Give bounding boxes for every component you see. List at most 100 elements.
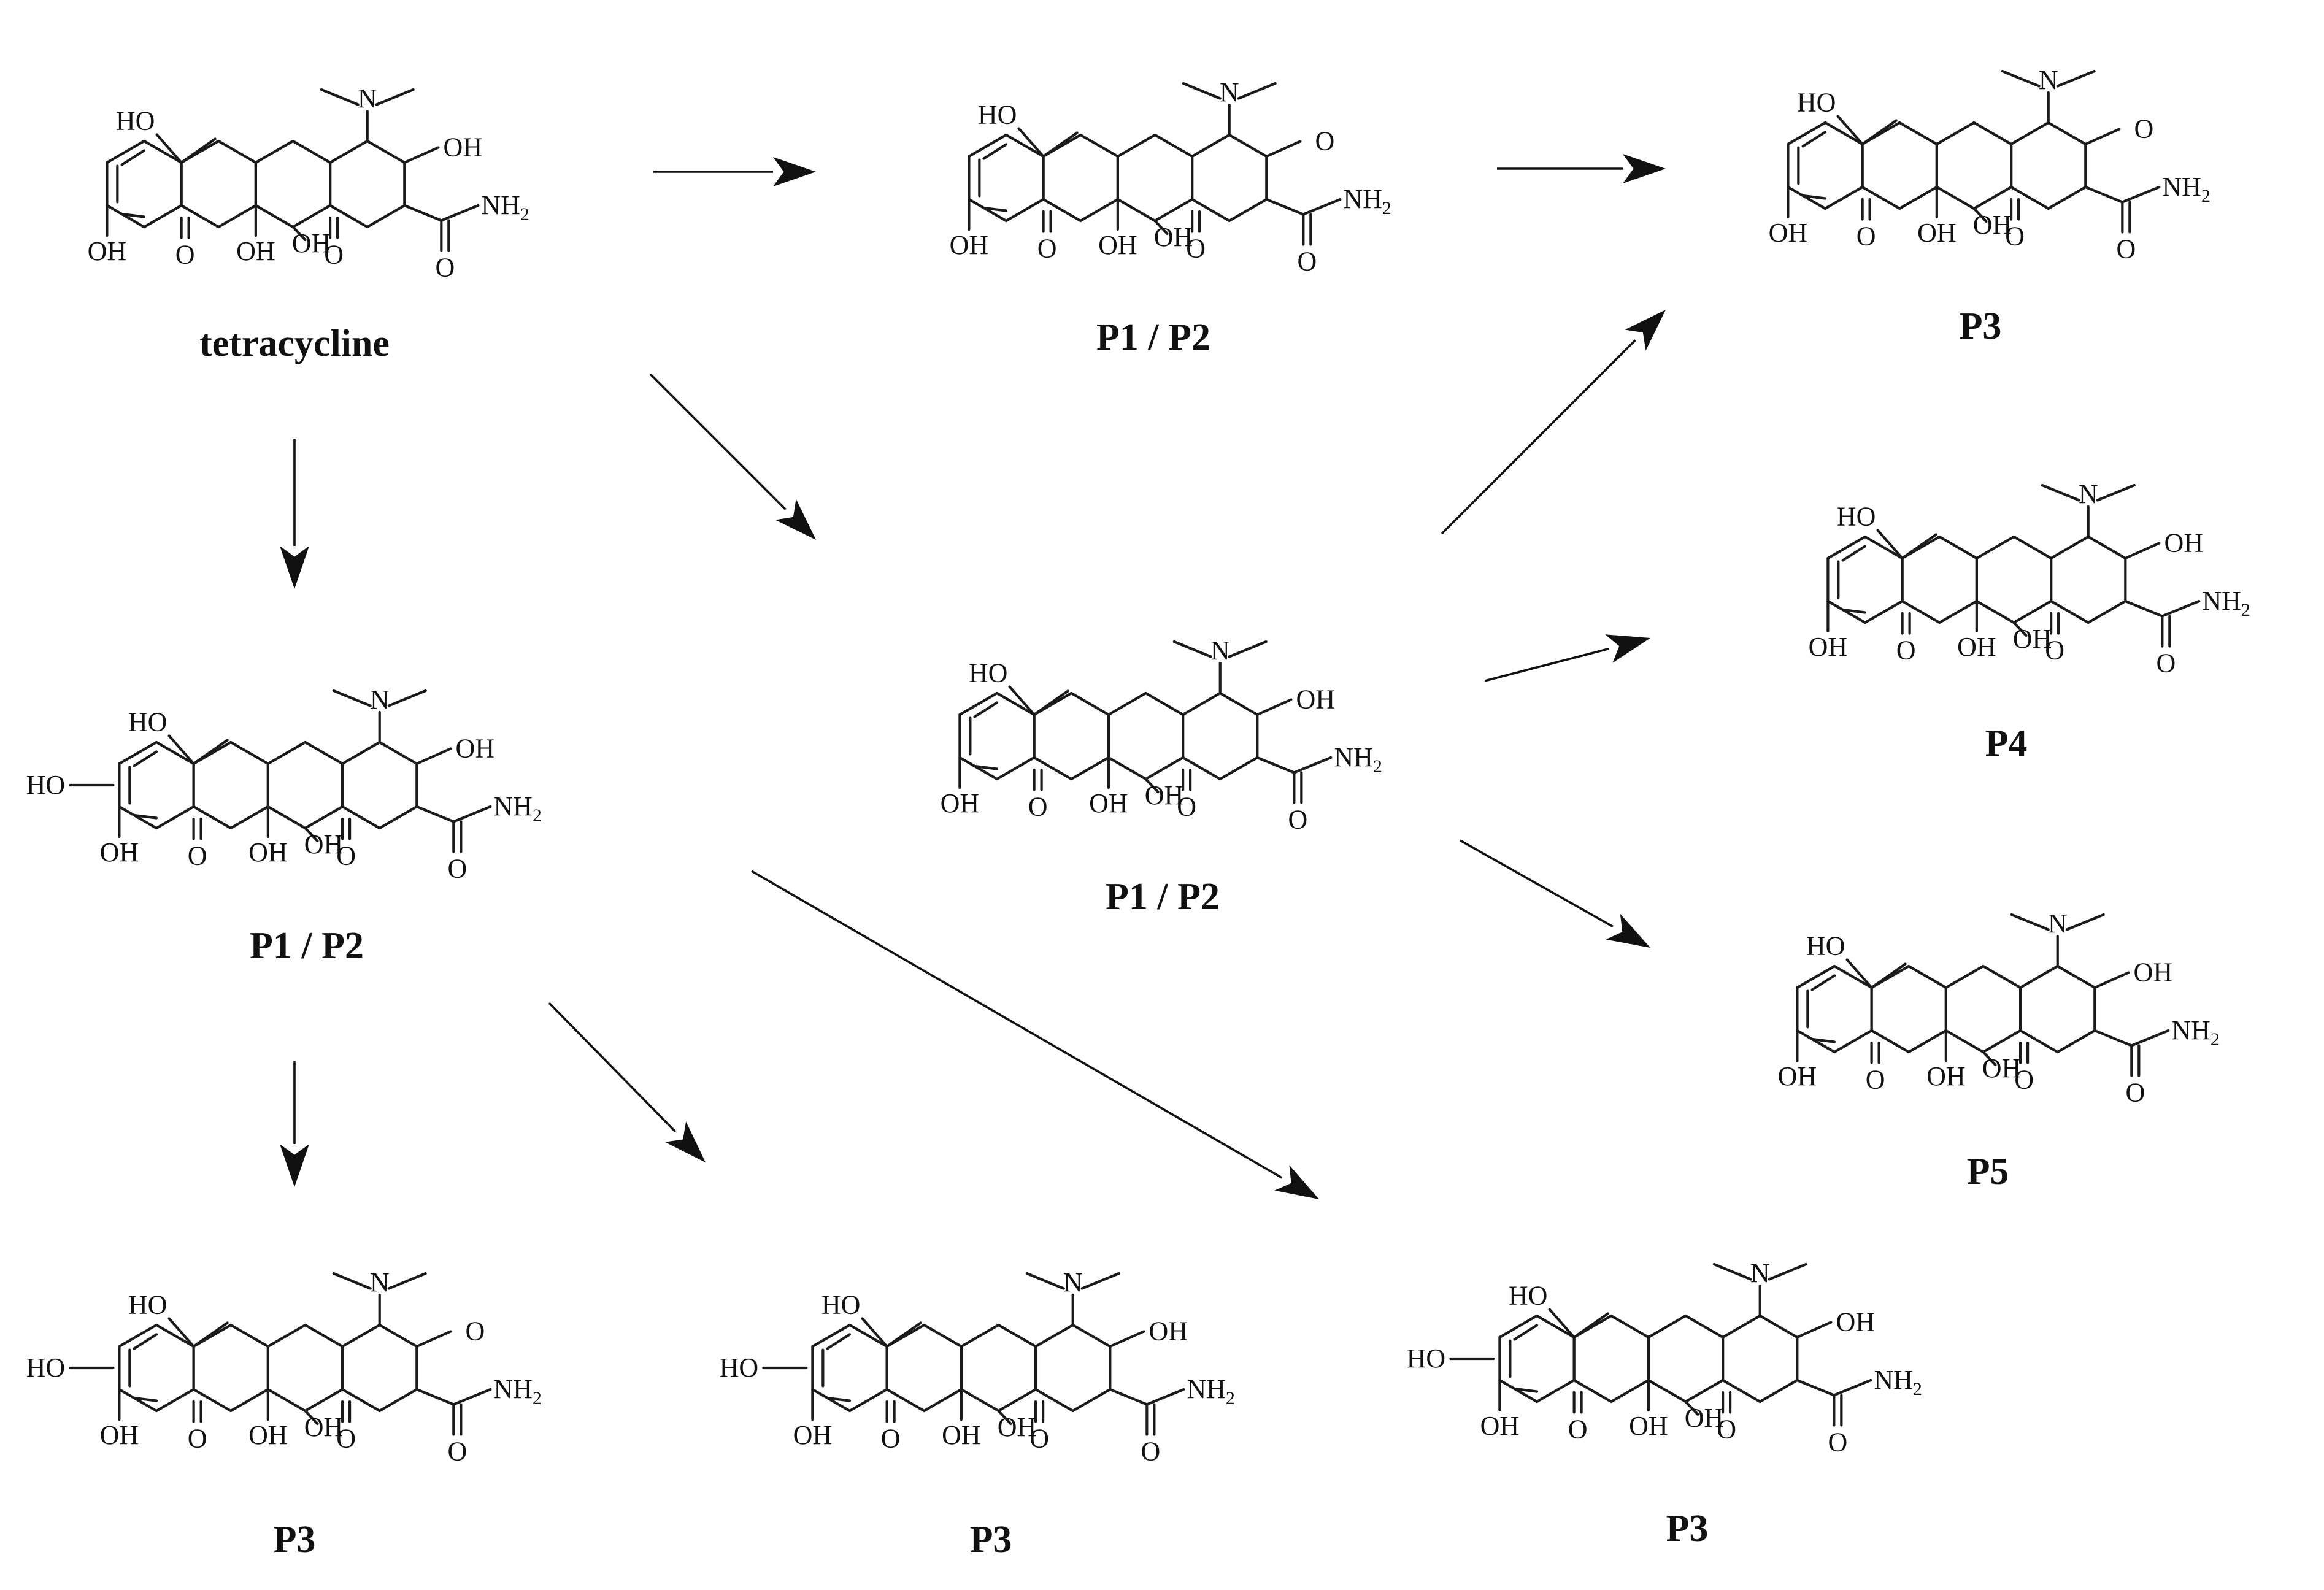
bond	[1975, 599, 2015, 624]
hydroxyl-label: HO	[26, 1353, 66, 1383]
bond	[341, 740, 381, 766]
arrow-head-icon	[775, 499, 816, 540]
hydroxyl-label: HO	[821, 1290, 861, 1320]
bond	[1228, 640, 1268, 658]
bond	[304, 1409, 319, 1426]
nitrogen-label: N	[358, 83, 377, 113]
bond	[1109, 1388, 1149, 1406]
bond	[2096, 483, 2136, 502]
bond	[155, 1323, 195, 1348]
bond	[826, 1396, 852, 1402]
bond	[1265, 140, 1302, 158]
hydroxyl-label: HO	[1837, 502, 1876, 532]
bond	[1876, 529, 1904, 560]
bond	[1513, 1387, 1539, 1393]
bond	[1935, 121, 1976, 146]
bond	[1256, 756, 1296, 774]
bond	[1071, 1388, 1112, 1413]
arrow-head-icon	[1605, 634, 1650, 663]
bond	[2012, 535, 2053, 560]
bond	[229, 740, 269, 766]
bond	[155, 805, 195, 830]
bond	[2010, 913, 2050, 931]
hydroxyl-label: OH	[1973, 210, 2012, 240]
bond	[1684, 1378, 1725, 1404]
bond	[229, 805, 269, 830]
nitrogen-label: N	[370, 1267, 390, 1297]
hydroxyl-label: OH	[1769, 218, 1808, 248]
bond	[1801, 131, 1827, 148]
bond	[167, 1317, 195, 1348]
bond	[1144, 777, 1160, 794]
arrow-head-icon	[280, 546, 309, 589]
oxygen-label: O	[1828, 1427, 1847, 1458]
hydroxyl-label: HO	[1797, 88, 1836, 118]
bond	[378, 740, 418, 766]
bond	[1647, 1314, 1687, 1339]
bond	[1684, 1400, 1699, 1416]
bond	[1796, 1378, 1836, 1397]
bond	[1071, 1323, 1112, 1348]
bond	[366, 139, 406, 164]
bond	[415, 1330, 452, 1348]
bond	[180, 137, 217, 164]
bond	[2019, 1029, 2059, 1054]
hydroxyl-label: OH	[1089, 788, 1128, 818]
oxygen-label: O	[447, 854, 467, 884]
oxygen-label: O	[188, 841, 207, 871]
bond	[1033, 756, 1073, 781]
caption-p12-left: P1 / P2	[250, 925, 364, 967]
oxygen-label: O	[1857, 221, 1876, 252]
hydroxyl-label: OH	[998, 1412, 1037, 1442]
bond	[120, 212, 146, 218]
bond	[375, 88, 415, 106]
bond	[1982, 1029, 2022, 1054]
bond	[861, 1317, 888, 1348]
bond	[1861, 185, 1901, 210]
oxygen-label: O	[1037, 234, 1057, 264]
bond	[1758, 1314, 1799, 1339]
bond	[1863, 535, 1904, 560]
bond	[1796, 1029, 1836, 1054]
hydroxyl-label: HO	[1806, 931, 1845, 961]
bond	[1938, 535, 1978, 560]
hydroxyl-label: OH	[1809, 632, 1848, 662]
reaction-arrow-3	[649, 373, 787, 510]
bond	[1004, 198, 1045, 223]
bond	[1080, 1272, 1120, 1290]
bond	[1796, 964, 1836, 989]
hydroxyl-label: OH	[1145, 780, 1184, 810]
bond	[1535, 1314, 1576, 1339]
bond	[1145, 1388, 1185, 1406]
bond	[254, 139, 294, 164]
hydroxyl-label: HO	[128, 707, 167, 737]
bond	[2084, 185, 2124, 204]
oxygen-label: O	[2045, 636, 2064, 666]
bond	[958, 756, 999, 781]
bond	[1901, 599, 1941, 624]
bond	[1042, 131, 1079, 158]
hydroxyl-label: OH	[1778, 1061, 1817, 1091]
bond	[2050, 599, 2090, 624]
hydroxyl-label: OH	[100, 1420, 139, 1450]
bond	[266, 805, 307, 830]
hydroxyl-label: OH	[1629, 1411, 1668, 1441]
bond	[1975, 535, 2015, 560]
bond	[118, 740, 158, 766]
bond	[982, 206, 1008, 212]
bond	[2161, 599, 2201, 618]
bond	[304, 740, 344, 766]
bond	[2041, 483, 2080, 502]
bond	[923, 1388, 963, 1413]
bond	[142, 139, 183, 164]
bond	[982, 143, 1008, 160]
c3-label: OH	[2164, 528, 2204, 558]
bond	[329, 139, 369, 164]
bond	[1833, 964, 1873, 989]
oxygen-label: O	[1896, 636, 1916, 666]
hydroxyl-label: OH	[942, 1420, 981, 1450]
bond	[826, 1333, 852, 1350]
